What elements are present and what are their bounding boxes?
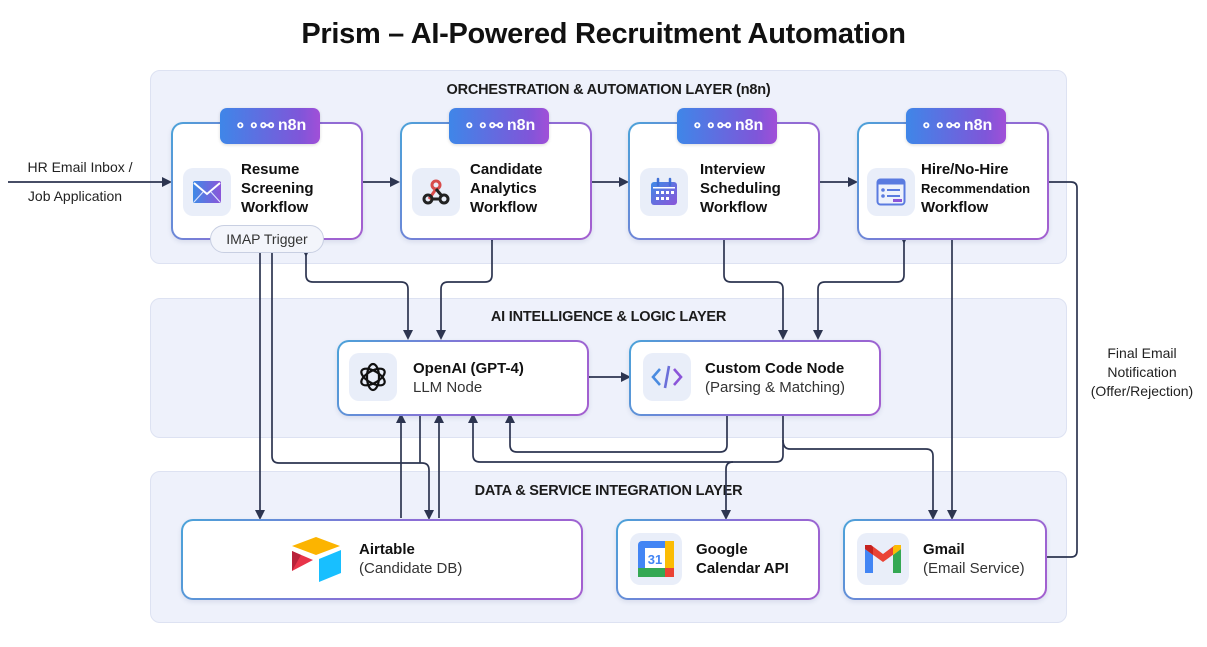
n8n-badge: ⚬⚬⚯n8n — [906, 108, 1006, 144]
final-email-label-line1: Final Email — [1107, 345, 1177, 361]
workflow-title-line1: Interview — [700, 161, 766, 178]
code-node-subtitle: (Parsing & Matching) — [705, 379, 846, 396]
final-email-label-line3: (Offer/Rejection) — [1090, 383, 1194, 399]
arrow-resume-openai — [301, 247, 413, 340]
data-layer-label: DATA & SERVICE INTEGRATION LAYER — [474, 483, 743, 499]
workflow-title-line2: Screening — [241, 180, 314, 197]
workflow-title-line2: Recommendation — [921, 181, 1031, 196]
workflow-title-line2: Analytics — [470, 180, 537, 197]
arrow-analytics-openai — [436, 232, 497, 340]
gmail-icon — [857, 533, 909, 585]
arrow-scheduling-code — [723, 238, 788, 340]
arrow-code-openai-loop — [505, 413, 728, 453]
openai-llm-node[interactable]: OpenAI (GPT-4) LLM Node — [337, 340, 589, 416]
n8n-logo-icon: ⚬⚬⚯ — [233, 118, 274, 135]
openai-node-subtitle: LLM Node — [413, 379, 483, 396]
workflow-title-line3: Workflow — [470, 199, 538, 216]
n8n-logo-icon: ⚬⚬⚯ — [919, 118, 960, 135]
n8n-badge-label: n8n — [277, 117, 307, 134]
gmail-subtitle: (Email Service) — [923, 560, 1025, 577]
arrow-code-openai-outer — [468, 413, 784, 463]
arrow-code-gmail — [782, 439, 938, 520]
gmail-node[interactable]: Gmail (Email Service) — [843, 519, 1047, 600]
workflow-title-line3: Workflow — [700, 199, 768, 216]
openai-node-title: OpenAI (GPT-4) — [413, 360, 524, 377]
airtable-node[interactable]: Airtable (Candidate DB) — [181, 519, 583, 600]
final-email-label: Final Email Notification (Offer/Rejectio… — [1080, 344, 1204, 401]
n8n-badge-label: n8n — [734, 117, 764, 134]
n8n-logo-icon: ⚬⚬⚯ — [462, 118, 503, 135]
openai-icon — [349, 353, 397, 401]
n8n-logo-icon: ⚬⚬⚯ — [690, 118, 731, 135]
airtable-subtitle: (Candidate DB) — [359, 560, 463, 577]
workflow-title-line3: Workflow — [921, 199, 989, 216]
n8n-badge-label: n8n — [506, 117, 536, 134]
webhook-icon — [412, 168, 460, 216]
orchestration-layer-label: ORCHESTRATION & AUTOMATION LAYER (n8n) — [446, 82, 771, 98]
ai-layer-label: AI INTELLIGENCE & LOGIC LAYER — [490, 309, 727, 325]
n8n-badge-label: n8n — [963, 117, 993, 134]
gmail-title: Gmail — [923, 541, 965, 558]
input-label-line1: HR Email Inbox / — [27, 159, 133, 175]
final-email-connector — [1047, 181, 1078, 558]
arrow-hire-code — [813, 234, 909, 340]
custom-code-node[interactable]: Custom Code Node (Parsing & Matching) — [629, 340, 881, 416]
imap-trigger-pill[interactable]: IMAP Trigger — [210, 225, 324, 253]
airtable-title: Airtable — [359, 541, 415, 558]
final-email-label-line2: Notification — [1107, 364, 1177, 380]
form-window-icon — [867, 168, 915, 216]
code-node-title: Custom Code Node — [705, 360, 845, 377]
google-calendar-subtitle: Calendar API — [696, 560, 789, 577]
n8n-badge: ⚬⚬⚯n8n — [220, 108, 320, 144]
airtable-icon — [288, 535, 344, 588]
code-icon — [643, 353, 691, 401]
workflow-title-line2: Scheduling — [700, 180, 781, 197]
workflow-title-line3: Workflow — [241, 199, 309, 216]
calendar-icon — [640, 168, 688, 216]
google-calendar-title: Google — [696, 541, 748, 558]
input-label-line2: Job Application — [27, 188, 123, 204]
arrow-code-google-calendar — [721, 461, 734, 520]
workflow-title-line1: Hire/No-Hire — [921, 161, 1009, 178]
envelope-icon — [183, 168, 231, 216]
google-calendar-icon-text: 31 — [648, 552, 662, 567]
diagram-title: Prism – AI-Powered Recruitment Automatio… — [301, 18, 906, 50]
arrow-imap-via-ai-airtable — [271, 252, 434, 520]
workflow-title-line1: Resume — [241, 161, 300, 178]
google-calendar-icon: 31 — [630, 533, 682, 585]
n8n-badge: ⚬⚬⚯n8n — [449, 108, 549, 144]
google-calendar-node[interactable]: 31 Google Calendar API — [616, 519, 820, 600]
n8n-badge: ⚬⚬⚯n8n — [677, 108, 777, 144]
workflow-title-line1: Candidate — [470, 161, 543, 178]
